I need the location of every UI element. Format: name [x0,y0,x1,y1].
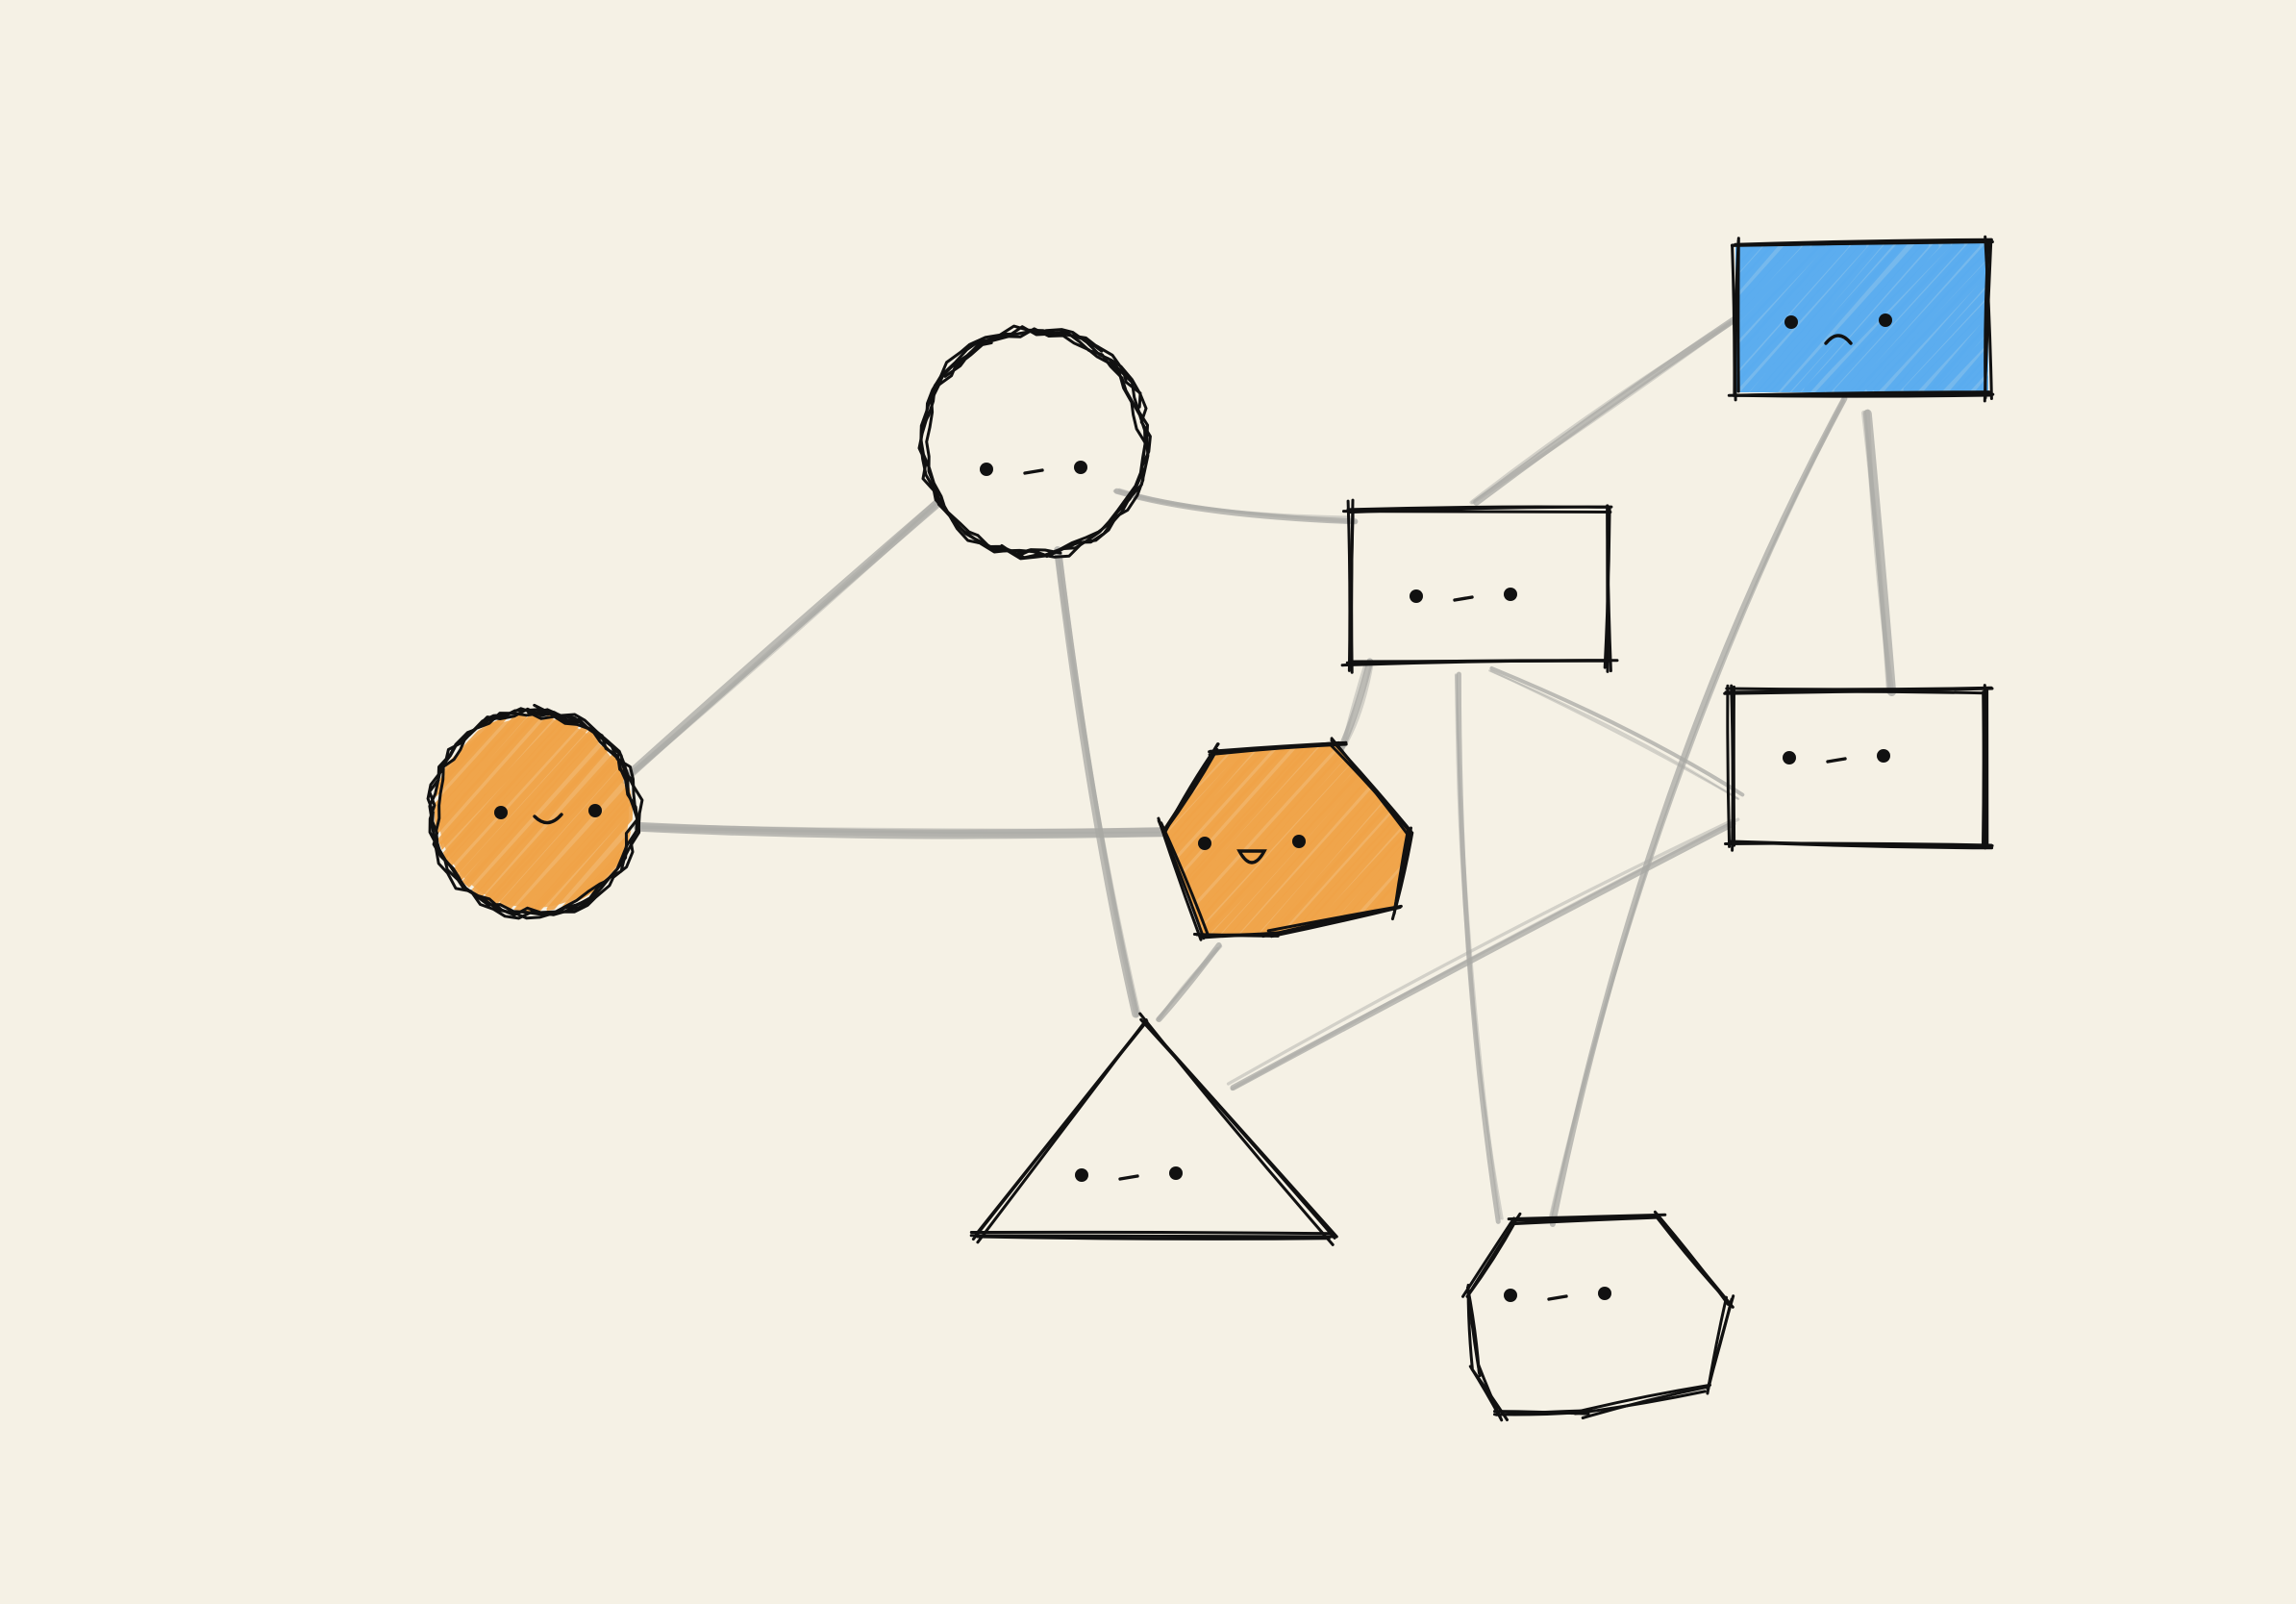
edges-layer [619,313,1897,1227]
edge-rect-right-to-triangle-bottom [1226,817,1740,1091]
node-circle-top [917,324,1152,561]
face [980,461,1087,476]
node-rect-right [1723,684,1994,852]
mouth-neutral [1023,468,1044,475]
right-eye [1074,461,1087,474]
left-eye [1504,1289,1517,1302]
left-eye [1784,315,1798,329]
node-rect-top-right [1727,235,1995,403]
edge-rect-middle-to-hexagon-center [1336,658,1374,755]
mouth-neutral [1826,757,1847,764]
node-circle-left [426,703,644,920]
mouth-neutral [1118,1174,1139,1181]
left-eye [1783,751,1796,764]
edge-hexagon-center-to-triangle-bottom [1156,941,1223,1023]
left-eye [1198,837,1211,850]
node-rect-middle [1340,498,1619,674]
node-triangle-bottom [969,1012,1338,1246]
edge-rect-middle-to-hexagon-bottom [1454,671,1504,1224]
face [1198,835,1306,865]
edge-rect-middle-to-rect-right [1488,665,1745,800]
face [1410,588,1517,603]
face [1784,313,1892,345]
mouth-sad [1824,334,1853,345]
left-eye [494,806,508,819]
edge-rect-middle-to-rect-top-right [1469,313,1743,506]
right-eye [1292,835,1306,848]
right-eye [1169,1166,1183,1180]
mouth-smile [533,813,563,825]
right-eye [1879,313,1892,327]
mouth-neutral [1453,595,1474,602]
face [1075,1166,1183,1182]
face [494,804,602,825]
edge-rect-top-right-to-hexagon-bottom [1548,395,1848,1227]
face [1504,1287,1611,1302]
edge-circle-left-to-circle-top [619,496,943,785]
edge-circle-left-to-hexagon-center [634,821,1171,840]
node-hexagon-center [1157,737,1414,941]
mouth-happy [1236,849,1267,865]
edge-circle-top-to-rect-middle [1112,488,1359,525]
left-eye [1075,1168,1088,1182]
left-eye [980,463,993,476]
node-hexagon-bottom [1461,1210,1735,1422]
right-eye [588,804,602,817]
left-eye [1410,589,1423,603]
right-eye [1504,588,1517,601]
face [1783,749,1890,764]
edge-rect-top-right-to-rect-right [1860,409,1897,697]
right-eye [1598,1287,1611,1300]
mouth-neutral [1547,1294,1568,1301]
edge-circle-top-to-triangle-bottom [1054,545,1141,1018]
right-eye [1877,749,1890,763]
